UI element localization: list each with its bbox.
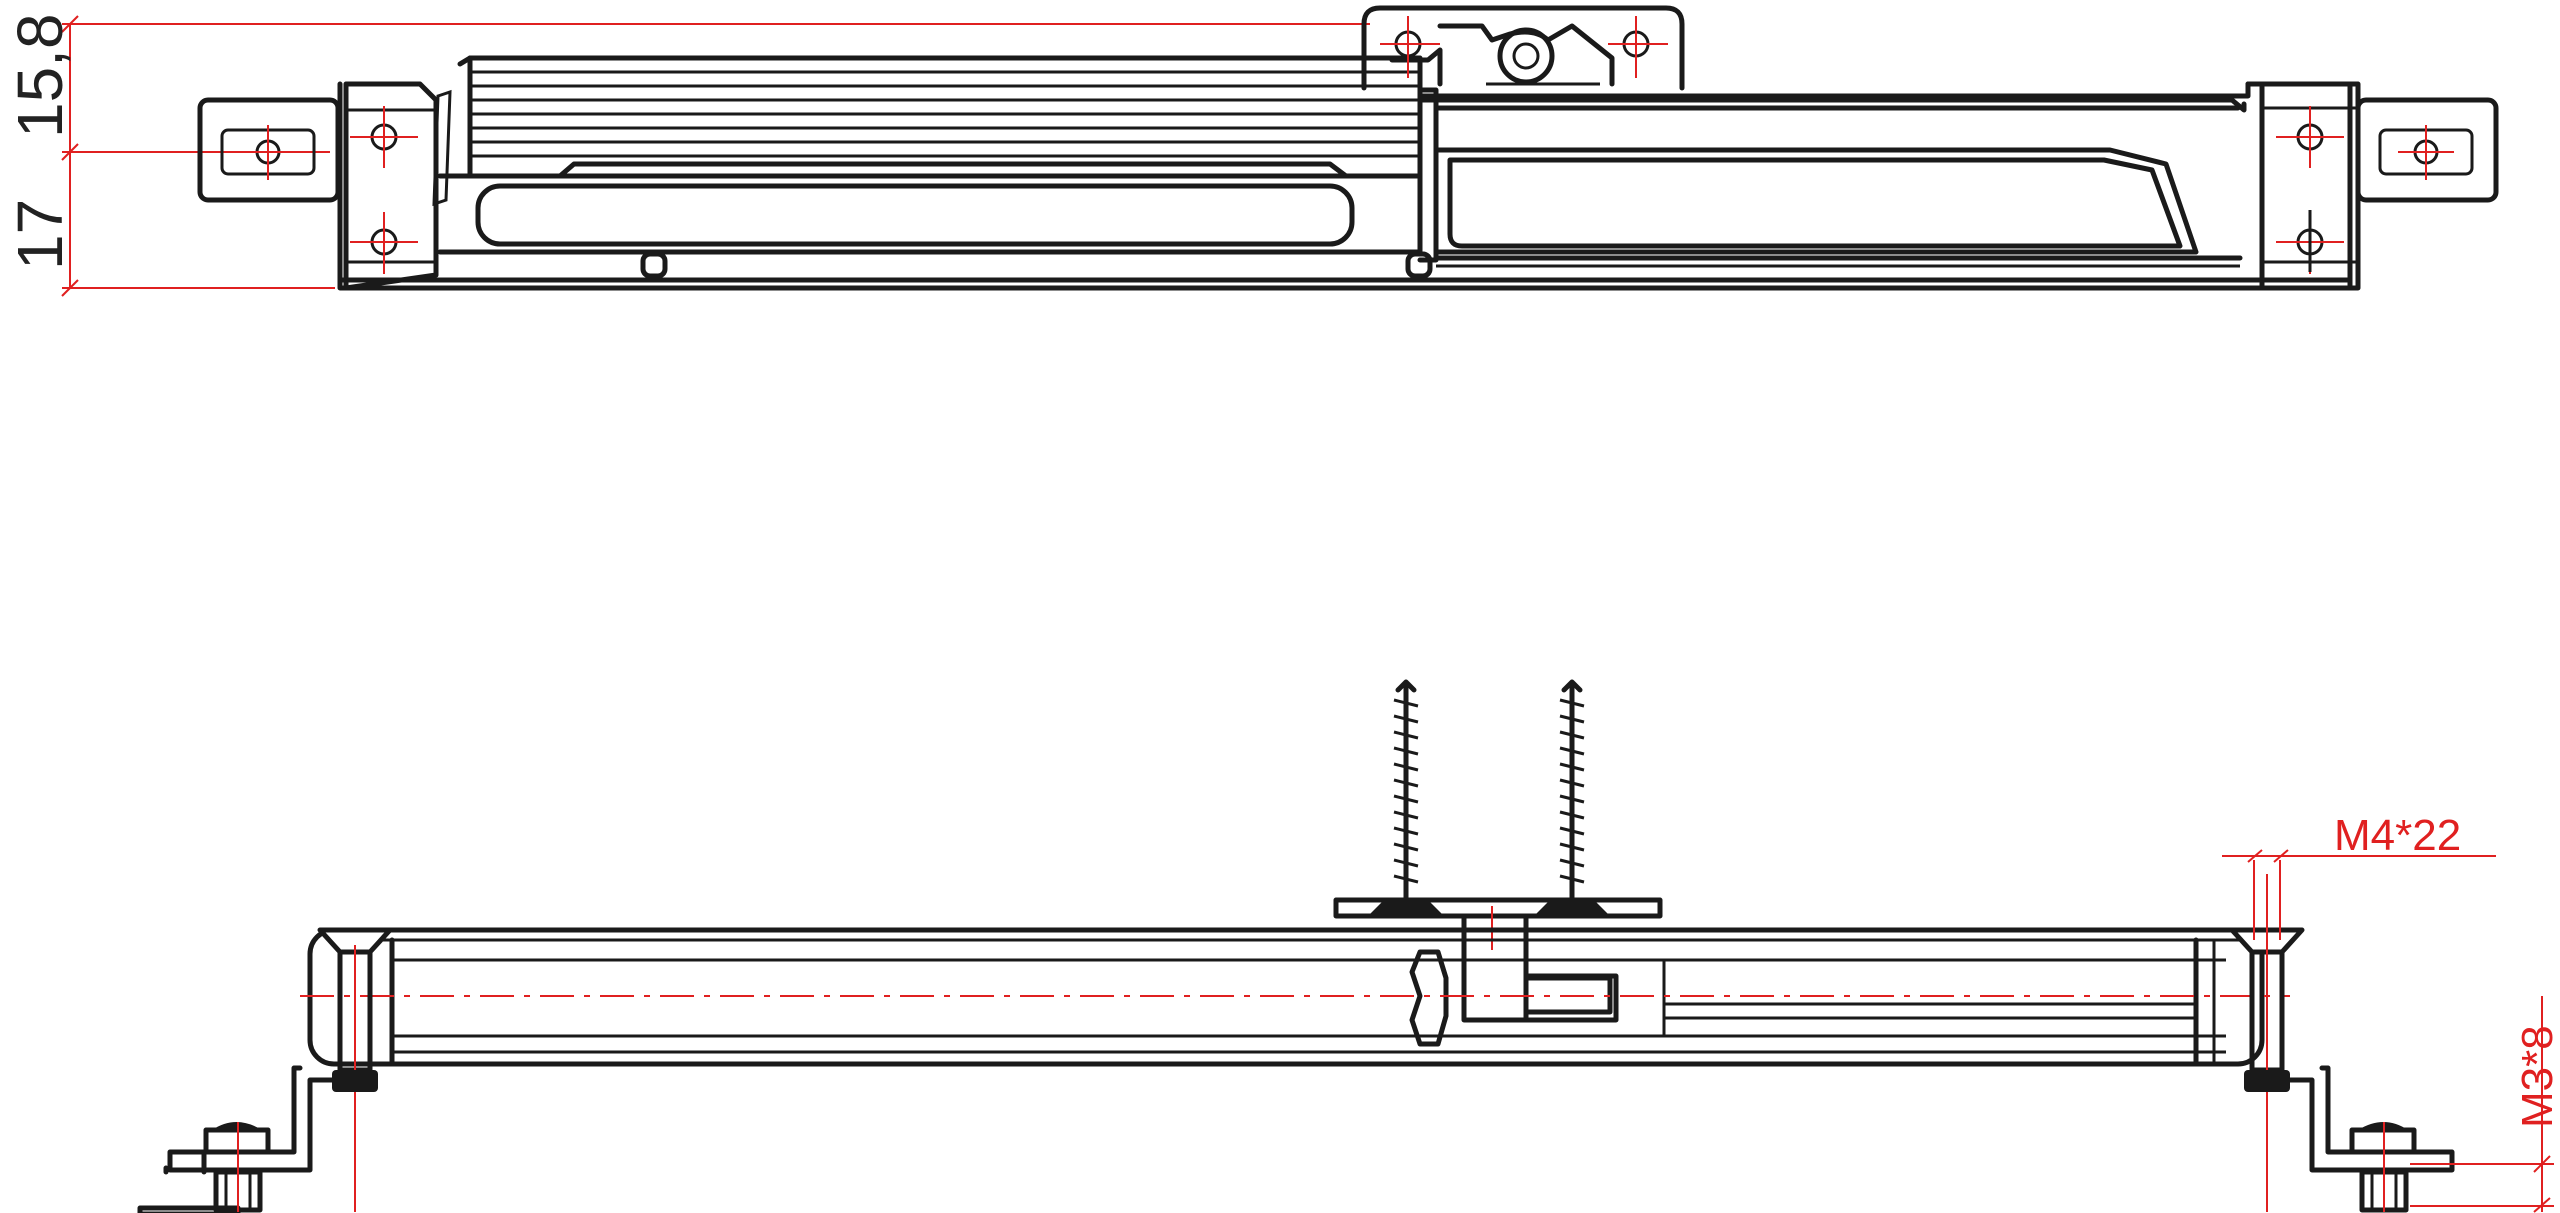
dimension-screw-short: M3*8 [2513,1025,2560,1128]
top-view: 15,8 17 [4,5,2499,297]
dimension-height-upper: 15,8 [4,13,76,138]
left-end-fastener [137,927,393,1213]
right-end-fastener [2229,860,2455,1213]
left-mounting-tab [197,97,341,203]
dimension-screw-short-leader [2410,996,2554,1213]
right-mounting-tab [2355,97,2499,203]
side-view: M4*22 M3*8 [137,679,2560,1213]
dimension-screw-long: M4*22 [2334,811,2461,860]
dimension-screw-long-leader [2222,849,2496,863]
wood-screw-left [1366,679,1446,918]
top-bracket-plate [1361,5,1685,91]
right-end-block [2245,81,2361,291]
left-end-block [343,81,452,291]
dimension-height-lower: 17 [4,199,76,270]
wood-screw-right [1532,679,1612,918]
left-dimension-lines [61,15,1370,297]
main-rail [337,55,2353,291]
